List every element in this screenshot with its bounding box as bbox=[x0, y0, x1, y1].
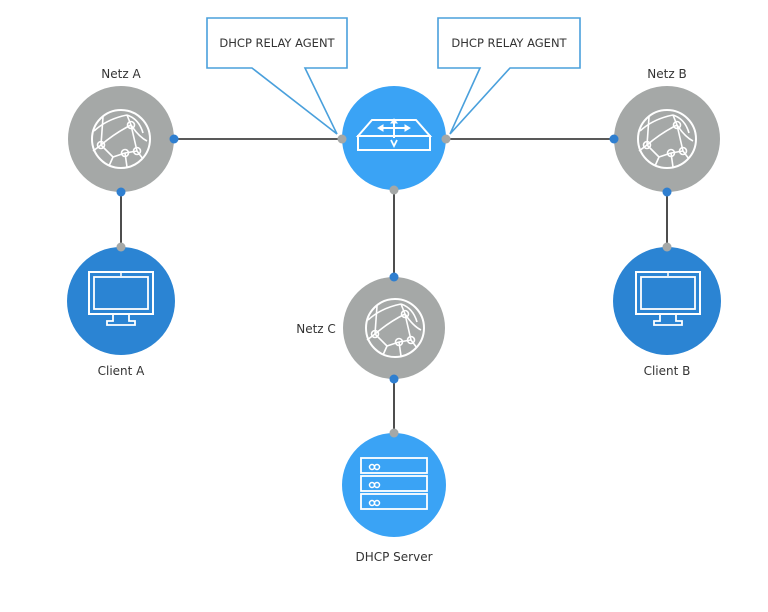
netz-b-label: Netz B bbox=[647, 67, 686, 81]
node-netz-c[interactable]: Netz C bbox=[296, 277, 445, 379]
connector-dot bbox=[169, 134, 179, 144]
node-netz-a[interactable]: Netz A bbox=[68, 67, 174, 192]
node-dhcp-server[interactable]: DHCP Server bbox=[342, 433, 446, 564]
connector-dot bbox=[337, 134, 347, 144]
connector-dot bbox=[441, 134, 451, 144]
client-a-circle bbox=[67, 247, 175, 355]
client-b-label: Client B bbox=[644, 364, 691, 378]
netz-a-circle bbox=[68, 86, 174, 192]
connection-lines bbox=[120, 138, 668, 433]
connector-dot bbox=[116, 242, 126, 252]
callout-relay-left-shape bbox=[206, 17, 348, 135]
callout-relay-left-text: DHCP RELAY AGENT bbox=[219, 36, 335, 50]
connector-dot bbox=[389, 272, 399, 282]
connector-dot bbox=[389, 185, 399, 195]
dhcp-server-label: DHCP Server bbox=[355, 550, 432, 564]
dhcp-server-circle bbox=[342, 433, 446, 537]
connector-dot bbox=[389, 374, 399, 384]
connector-dot bbox=[116, 187, 126, 197]
netz-c-circle bbox=[343, 277, 445, 379]
node-netz-b[interactable]: Netz B bbox=[614, 67, 720, 192]
connector-dots bbox=[116, 134, 672, 438]
client-a-label: Client A bbox=[98, 364, 146, 378]
callout-relay-left: DHCP RELAY AGENT bbox=[206, 17, 348, 135]
connector-dot bbox=[609, 134, 619, 144]
connector-dot bbox=[662, 187, 672, 197]
netz-a-label: Netz A bbox=[101, 67, 141, 81]
client-b-circle bbox=[613, 247, 721, 355]
netz-b-circle bbox=[614, 86, 720, 192]
node-client-b[interactable]: Client B bbox=[613, 247, 721, 378]
node-client-a[interactable]: Client A bbox=[67, 247, 175, 378]
callout-relay-right-shape bbox=[437, 17, 581, 135]
connector-dot bbox=[662, 242, 672, 252]
node-router[interactable] bbox=[342, 86, 446, 190]
callout-relay-right: DHCP RELAY AGENT bbox=[437, 17, 581, 135]
connector-dot bbox=[389, 428, 399, 438]
callout-relay-right-text: DHCP RELAY AGENT bbox=[451, 36, 567, 50]
netz-c-label: Netz C bbox=[296, 322, 336, 336]
